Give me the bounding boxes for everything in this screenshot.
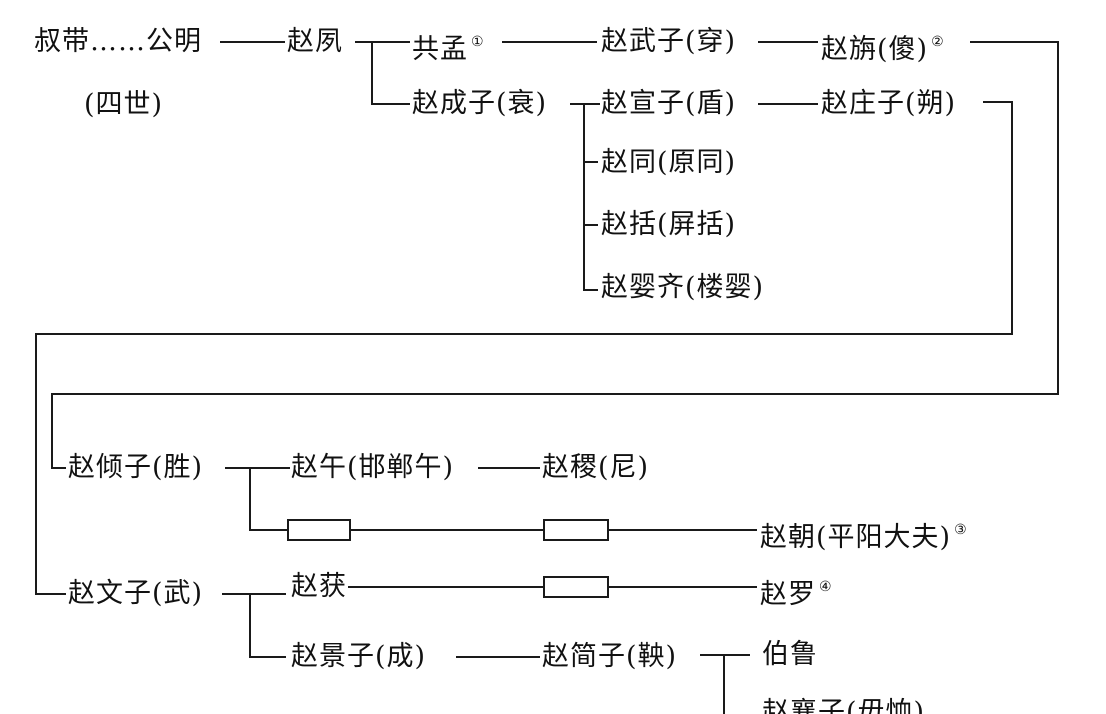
unknown-person-box-3 [543, 576, 609, 598]
node-zhan: 赵旃(傻)② [821, 25, 945, 67]
node-shudai-gongming: 叔带……公明 [34, 26, 202, 57]
node-zhan-name: 赵旃(傻) [821, 34, 929, 65]
note-marker-4: ④ [819, 579, 833, 595]
node-wuzi: 赵武子(穿) [601, 26, 737, 57]
node-huo: 赵获 [291, 571, 347, 602]
node-jianzi: 赵简子(鞅) [542, 641, 678, 672]
node-xiangzi: 赵襄子(毋恤) [762, 697, 926, 714]
node-yingqi: 赵婴齐(楼婴) [601, 272, 765, 303]
note-marker-2: ② [931, 34, 945, 50]
node-zhuangzi: 赵庄子(朔) [821, 88, 957, 119]
node-sishi: (四世) [84, 89, 164, 120]
line-zhuangzi-wenzi [35, 101, 1013, 595]
node-chao: 赵朝(平阳大夫)③ [760, 513, 968, 555]
node-zhaosu: 赵夙 [287, 26, 343, 57]
node-kuo: 赵括(屏括) [601, 209, 737, 240]
node-bolu: 伯鲁 [762, 639, 818, 670]
node-ji: 赵稷(尼) [542, 452, 650, 483]
node-xuanzi: 赵宣子(盾) [601, 88, 737, 119]
unknown-person-box-1 [287, 519, 351, 541]
note-marker-1: ① [471, 34, 485, 50]
node-chengzi: 赵成子(衰) [412, 88, 548, 119]
line-wenzi-jingzi [249, 594, 286, 658]
unknown-person-box-2 [543, 519, 609, 541]
line-zhan-qingzi [51, 41, 1059, 469]
node-tong: 赵同(原同) [601, 147, 737, 178]
line-zhaosu-chengzi [371, 42, 410, 105]
node-wu: 赵午(邯郸午) [291, 452, 455, 483]
line-sons-vertical [583, 104, 598, 291]
node-jingzi: 赵景子(成) [291, 641, 427, 672]
note-marker-3: ③ [954, 522, 968, 538]
line-qingzi-unknown [249, 468, 288, 531]
node-wenzi: 赵文子(武) [68, 578, 204, 609]
node-luo-name: 赵罗 [760, 579, 816, 610]
node-chao-name: 赵朝(平阳大夫) [760, 522, 952, 553]
node-gongmeng-name: 共孟 [412, 34, 468, 65]
node-qingzi: 赵倾子(胜) [68, 452, 204, 483]
